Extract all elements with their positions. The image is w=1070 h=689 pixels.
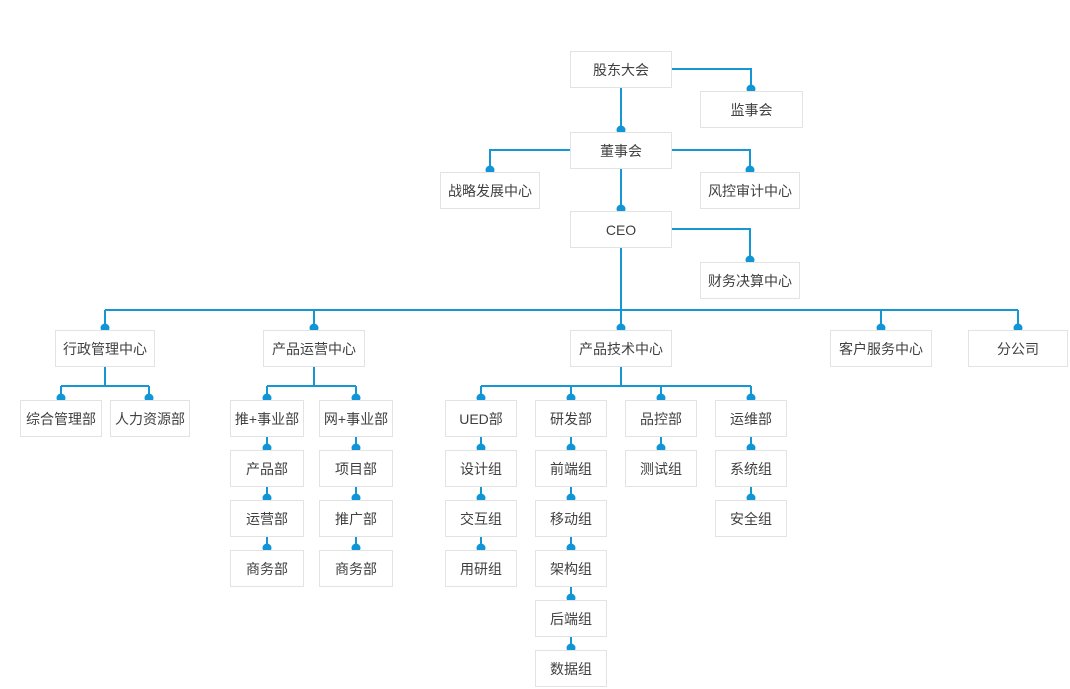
org-node-mobile-group: 移动组 — [535, 500, 607, 537]
org-node-ued-dept: UED部 — [445, 400, 517, 437]
org-node-ops-maintenance-dept: 运维部 — [715, 400, 787, 437]
org-node-system-group: 系统组 — [715, 450, 787, 487]
org-node-shareholders-meeting: 股东大会 — [570, 51, 672, 88]
org-node-supervisory-board: 监事会 — [700, 91, 803, 128]
org-node-business-dept-left: 商务部 — [230, 550, 304, 587]
org-node-product-technology-center: 产品技术中心 — [570, 330, 672, 367]
org-node-branch-company: 分公司 — [968, 330, 1068, 367]
org-node-wang-business-dept: 网+事业部 — [319, 400, 393, 437]
org-node-security-group: 安全组 — [715, 500, 787, 537]
org-node-risk-audit-center: 风控审计中心 — [700, 172, 800, 209]
org-node-ceo: CEO — [570, 211, 672, 248]
org-node-user-research-group: 用研组 — [445, 550, 517, 587]
org-node-product-dept: 产品部 — [230, 450, 304, 487]
org-node-operation-dept: 运营部 — [230, 500, 304, 537]
org-node-quality-control-dept: 品控部 — [625, 400, 697, 437]
org-node-business-dept-right: 商务部 — [319, 550, 393, 587]
org-node-frontend-group: 前端组 — [535, 450, 607, 487]
org-node-data-group: 数据组 — [535, 650, 607, 687]
org-node-customer-service-center: 客户服务中心 — [830, 330, 932, 367]
org-node-strategic-development-center: 战略发展中心 — [440, 172, 540, 209]
org-node-testing-group: 测试组 — [625, 450, 697, 487]
org-node-financial-settlement-center: 财务决算中心 — [700, 262, 800, 299]
org-node-promotion-dept: 推广部 — [319, 500, 393, 537]
org-node-admin-management-center: 行政管理中心 — [55, 330, 155, 367]
org-node-backend-group: 后端组 — [535, 600, 607, 637]
org-node-architecture-group: 架构组 — [535, 550, 607, 587]
org-node-rd-dept: 研发部 — [535, 400, 607, 437]
org-node-board-of-directors: 董事会 — [570, 132, 672, 169]
org-node-design-group: 设计组 — [445, 450, 517, 487]
org-node-tui-business-dept: 推+事业部 — [230, 400, 304, 437]
org-node-project-dept: 项目部 — [319, 450, 393, 487]
org-node-human-resources-dept: 人力资源部 — [110, 400, 190, 437]
org-node-product-operation-center: 产品运营中心 — [263, 330, 365, 367]
org-node-interaction-group: 交互组 — [445, 500, 517, 537]
org-node-general-management-dept: 综合管理部 — [20, 400, 102, 437]
